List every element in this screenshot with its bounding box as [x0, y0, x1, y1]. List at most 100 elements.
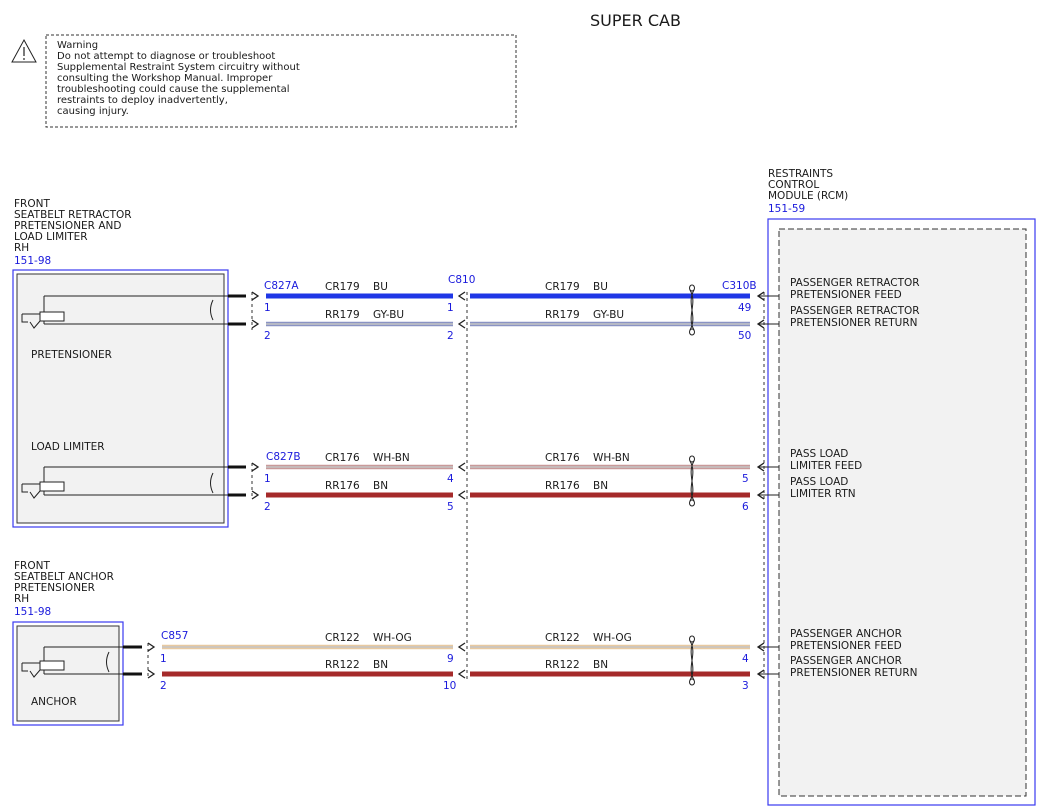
- pin-number: 1: [264, 473, 271, 485]
- pin-number: 2: [447, 330, 454, 342]
- pin-number: 2: [264, 330, 271, 342]
- rcm-pin-label: PASSENGER RETRACTOR: [790, 277, 920, 289]
- svg-text:FRONT: FRONT: [14, 560, 50, 572]
- rcm-pin-label: LIMITER RTN: [790, 488, 856, 500]
- rcm-label: RESTRAINTS CONTROL MODULE (RCM) 151-59: [768, 168, 848, 215]
- terminal-arrow: [251, 319, 260, 329]
- rcm-pin-label: PASS LOAD: [790, 476, 848, 488]
- load-limiter-label: LOAD LIMITER: [31, 441, 105, 453]
- connector-outlines: [147, 292, 765, 679]
- squib-icon: [21, 295, 228, 329]
- svg-text:RESTRAINTS: RESTRAINTS: [768, 168, 833, 180]
- wire-color-code: BU: [373, 281, 388, 293]
- pin-number: 1: [264, 302, 271, 314]
- wire-color-code: GY-BU: [373, 309, 404, 321]
- terminal-arrow: [756, 319, 765, 329]
- circuit-name: RR179: [545, 309, 580, 321]
- warning-line: consulting the Workshop Manual. Improper: [57, 73, 273, 84]
- rcm-module: [767, 218, 1036, 806]
- warning-line: troubleshooting could cause the suppleme…: [57, 84, 289, 95]
- pretensioner-label: PRETENSIONER: [31, 349, 112, 361]
- warning-box: Warning Do not attempt to diagnose or tr…: [11, 34, 517, 128]
- anchor-label: FRONT SEATBELT ANCHOR PRETENSIONER RH 15…: [14, 560, 114, 618]
- anchor-ref-link[interactable]: 151-98: [14, 606, 51, 618]
- circuit-name: CR122: [545, 632, 580, 644]
- connector-c810[interactable]: C810: [448, 274, 475, 286]
- svg-text:MODULE (RCM): MODULE (RCM): [768, 190, 848, 202]
- terminal-arrow: [756, 642, 765, 652]
- rcm-pin-label: PASSENGER ANCHOR: [790, 655, 902, 667]
- svg-text:CONTROL: CONTROL: [768, 179, 819, 191]
- warning-line: Do not attempt to diagnose or troublesho…: [57, 51, 275, 62]
- pin-number: 4: [742, 653, 749, 665]
- terminal-arrow: [147, 669, 156, 679]
- svg-text:PRETENSIONER AND: PRETENSIONER AND: [14, 220, 121, 232]
- circuit-name: RR176: [545, 480, 580, 492]
- connector-c310b[interactable]: C310B: [722, 280, 757, 292]
- pin-number: 4: [447, 473, 454, 485]
- terminal-arrow: [457, 462, 466, 472]
- squib-icon: [21, 646, 123, 678]
- warning-icon: [11, 38, 37, 63]
- pin-number: 5: [447, 501, 454, 513]
- terminal-arrow: [756, 291, 765, 301]
- pin-number: 10: [443, 680, 456, 692]
- terminal-arrow: [251, 291, 260, 301]
- wire-color-code: GY-BU: [593, 309, 624, 321]
- circuit-name: RR122: [545, 659, 580, 671]
- rcm-ref-link[interactable]: 151-59: [768, 203, 805, 215]
- terminal-arrow: [756, 490, 765, 500]
- page-title: SUPER CAB: [590, 11, 681, 30]
- warning-line: Warning: [57, 40, 98, 51]
- warning-line: restraints to deploy inadvertently,: [57, 95, 228, 106]
- retractor-ref-link[interactable]: 151-98: [14, 255, 51, 267]
- retractor-label: FRONT SEATBELT RETRACTOR PRETENSIONER AN…: [14, 198, 132, 267]
- wire-color-code: WH-OG: [373, 632, 412, 644]
- rcm-pin-label: PASSENGER ANCHOR: [790, 628, 902, 640]
- pin-number: 1: [160, 653, 167, 665]
- circuit-name: RR122: [325, 659, 360, 671]
- anchor-component: ANCHOR: [12, 621, 124, 726]
- rcm-pin-label: PRETENSIONER FEED: [790, 289, 902, 301]
- warning-line: Supplemental Restraint System circuitry …: [57, 62, 300, 73]
- twisted-pair-icon: [689, 635, 695, 686]
- circuit-name: CR179: [545, 281, 580, 293]
- pin-number: 5: [742, 473, 749, 485]
- wire-color-code: BN: [593, 659, 608, 671]
- twisted-pair-icon: [689, 455, 695, 507]
- retractor-component: PRETENSIONER LOAD LIMITER: [12, 269, 229, 528]
- pin-number: 2: [264, 501, 271, 513]
- svg-text:SEATBELT RETRACTOR: SEATBELT RETRACTOR: [14, 209, 132, 221]
- svg-text:PRETENSIONER: PRETENSIONER: [14, 582, 95, 594]
- anchor-sub-label: ANCHOR: [31, 696, 77, 708]
- wire-color-code: BN: [373, 480, 388, 492]
- connector-c857[interactable]: C857: [161, 630, 188, 642]
- terminal-arrow: [457, 319, 466, 329]
- squib-icon: [21, 466, 228, 499]
- twisted-pair-icon: [689, 284, 695, 336]
- circuit-name: RR176: [325, 480, 360, 492]
- pin-number: 2: [160, 680, 167, 692]
- rcm-pin-label: PRETENSIONER RETURN: [790, 667, 918, 679]
- connector-c827b[interactable]: C827B: [266, 451, 301, 463]
- warning-line: causing injury.: [57, 106, 129, 117]
- terminal-arrow: [457, 291, 466, 301]
- terminal-arrow: [251, 490, 260, 500]
- svg-text:RH: RH: [14, 593, 29, 605]
- wire-color-code: WH-BN: [593, 452, 630, 464]
- terminal-arrow: [756, 462, 765, 472]
- pin-number: 9: [447, 653, 454, 665]
- pin-number: 6: [742, 501, 749, 513]
- terminal-arrow: [756, 669, 765, 679]
- terminal-arrow: [251, 462, 260, 472]
- connector-c827a[interactable]: C827A: [264, 280, 299, 292]
- pin-number: 1: [447, 302, 454, 314]
- circuit-name: RR179: [325, 309, 360, 321]
